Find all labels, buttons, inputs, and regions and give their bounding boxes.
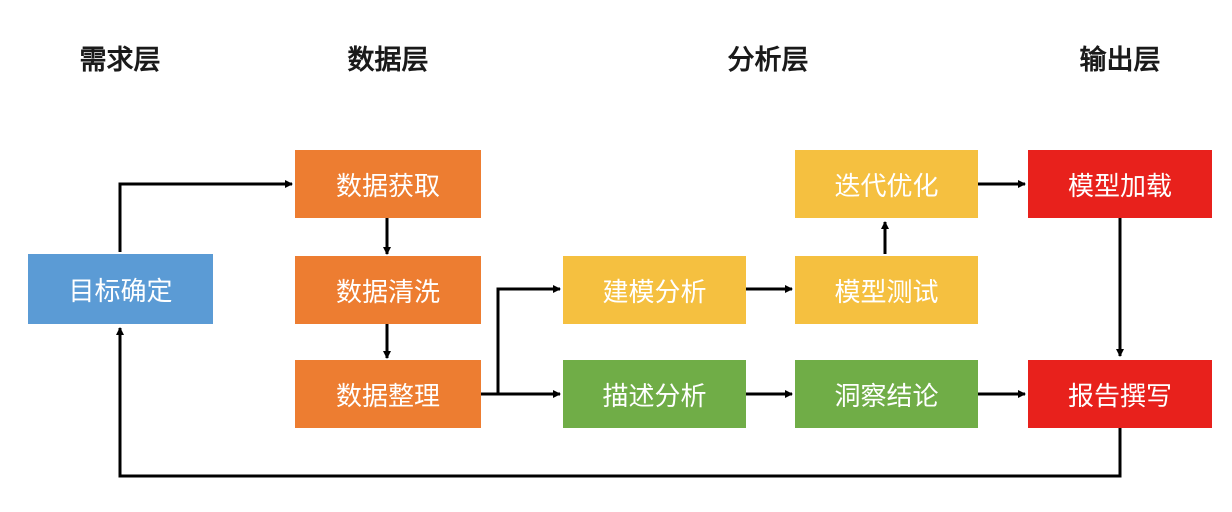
layer-title-data: 数据层 — [347, 45, 429, 76]
layer-title-analysis: 分析层 — [727, 45, 809, 76]
arrow-organize-to-modeling — [481, 285, 561, 396]
node-data-organize: 数据整理 — [295, 360, 481, 428]
arrow-goal-to-acquire — [118, 180, 293, 252]
node-insight: 洞察结论 — [795, 360, 978, 428]
node-model-test: 模型测试 — [795, 256, 978, 324]
node-report: 报告撰写 — [1028, 360, 1212, 428]
node-goal: 目标确定 — [28, 254, 213, 324]
layer-title-demand: 需求层 — [79, 45, 161, 76]
node-modeling: 建模分析 — [563, 256, 746, 324]
node-data-clean: 数据清洗 — [295, 256, 481, 324]
node-model-load: 模型加载 — [1028, 150, 1212, 218]
arrow-report-to-goal — [116, 327, 1122, 478]
node-iterate: 迭代优化 — [795, 150, 978, 218]
node-descriptive: 描述分析 — [563, 360, 746, 428]
layer-title-output: 输出层 — [1079, 45, 1161, 76]
node-data-acquire: 数据获取 — [295, 150, 481, 218]
